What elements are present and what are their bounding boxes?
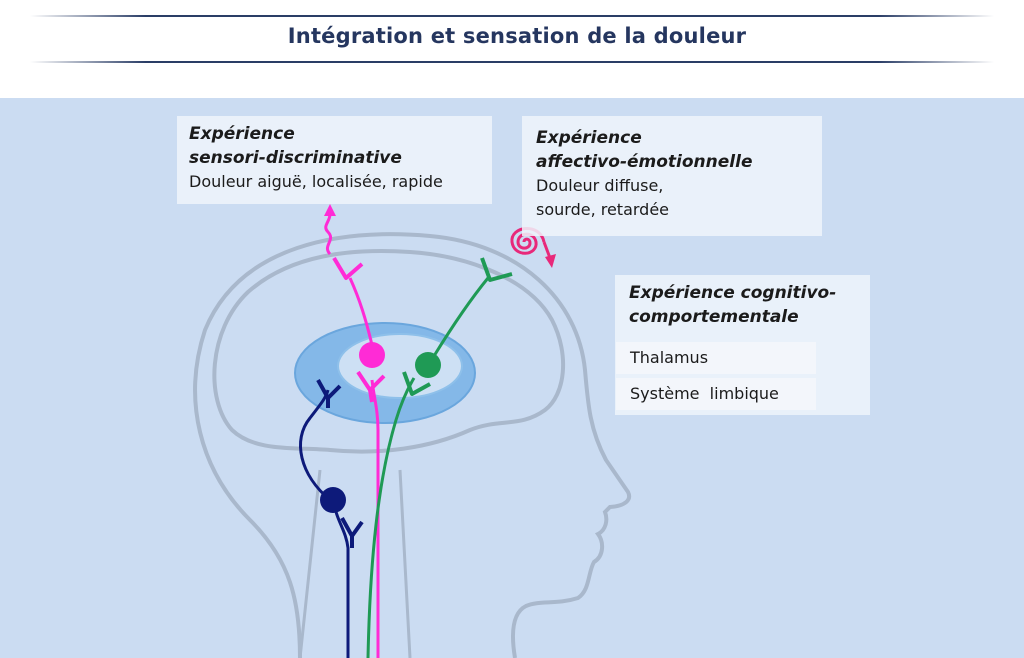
sensori-title-line2: sensori-discriminative <box>189 148 402 168</box>
sensori-arrow <box>324 213 333 256</box>
ascending-path-upper <box>298 389 331 502</box>
affectif-thalamic-neuron <box>415 352 441 378</box>
affectif-synapse-thalamus <box>402 371 431 396</box>
ascending-synapse-lower <box>340 517 364 548</box>
affectif-text-line2: sourde, retardée <box>536 200 670 219</box>
sensori-synapse-cortex <box>332 256 364 280</box>
brain-outline <box>212 249 566 454</box>
brainstem-outline <box>298 469 412 658</box>
cognitif-title-line1: Expérience cognitivo- <box>629 283 837 303</box>
ascending-synapse-upper <box>316 379 342 408</box>
affectivo-emotionnelle-box: Expérience affectivo-émotionnelle Douleu… <box>522 116 822 236</box>
header-top-rule <box>30 15 994 17</box>
cognitif-title-line2: comportementale <box>629 307 799 327</box>
affectif-synapse-cortex <box>480 257 513 282</box>
affectif-title-line2: affectivo-émotionnelle <box>536 152 753 172</box>
systeme-limbique-label: Système limbique <box>616 378 816 410</box>
sensori-title-line1: Expérience <box>189 124 295 144</box>
affectif-path-upper <box>432 277 490 357</box>
page-title: Intégration et sensation de la douleur <box>287 24 747 48</box>
affectif-text-line1: Douleur diffuse, <box>536 176 664 195</box>
sensori-synapse-thalamus <box>356 370 386 403</box>
head-outline <box>193 232 631 658</box>
affectif-title-line1: Expérience <box>536 128 642 148</box>
sensori-discriminative-box: Expérience sensori-discriminative Douleu… <box>177 116 492 204</box>
thalamus-label: Thalamus <box>616 342 816 374</box>
affectif-path <box>366 377 416 658</box>
sensori-arrow-head <box>324 204 336 216</box>
header-bottom-rule <box>30 61 994 63</box>
ascending-relay-neuron <box>320 487 346 513</box>
sensori-thalamic-neuron <box>359 342 385 368</box>
sensori-text: Douleur aiguë, localisée, rapide <box>189 172 443 191</box>
header: Intégration et sensation de la douleur <box>0 0 1024 98</box>
spiral-arrow-head <box>545 254 556 268</box>
